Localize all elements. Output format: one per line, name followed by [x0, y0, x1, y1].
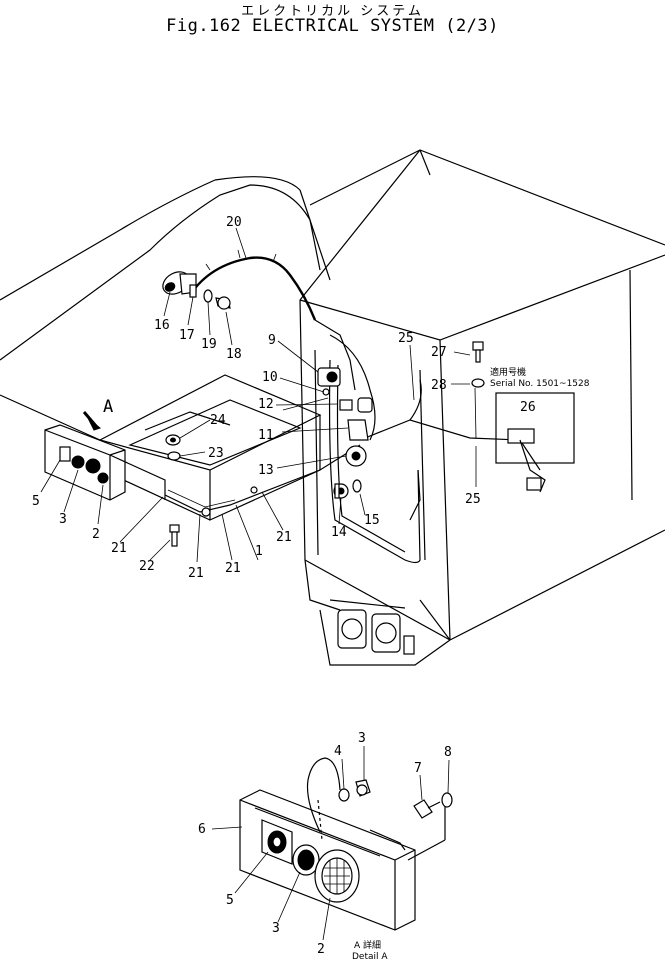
callout-3: 3 — [59, 512, 67, 527]
detail-caption-japanese: A 詳細 — [354, 939, 381, 951]
callout-21-d: 21 — [276, 530, 292, 545]
callout-25-b: 25 — [465, 492, 481, 507]
detail-callout-4: 4 — [334, 744, 342, 759]
callout-28: 28 — [431, 378, 447, 393]
callout-20: 20 — [226, 215, 242, 230]
callout-26: 26 — [520, 400, 536, 415]
main-view-callouts: A 20 16 17 19 18 9 10 12 11 13 24 23 5 3… — [32, 215, 590, 581]
lamp-fasteners — [189, 284, 231, 310]
callout-13: 13 — [258, 463, 274, 478]
callout-9: 9 — [268, 333, 276, 348]
callout-11: 11 — [258, 428, 274, 443]
grommet-14-15 — [333, 479, 362, 499]
machine-body-outline — [0, 149, 665, 666]
callout-5: 5 — [32, 494, 40, 509]
callout-1: 1 — [255, 544, 263, 559]
callout-2: 2 — [92, 527, 100, 542]
detail-a-leaders — [211, 746, 450, 941]
detail-callout-2: 2 — [317, 942, 325, 957]
detail-a-callouts: 4 3 8 7 6 5 3 2 A 詳細 Detail A — [198, 731, 452, 962]
callout-15: 15 — [364, 513, 380, 528]
detail-a-panel — [239, 757, 453, 931]
detail-callout-5: 5 — [226, 893, 234, 908]
detail-callout-3: 3 — [272, 921, 280, 936]
applicability-serial: Serial No. 1501~1528 — [490, 379, 590, 389]
callout-14: 14 — [331, 525, 347, 540]
callout-21-c: 21 — [225, 561, 241, 576]
door-harness — [328, 359, 421, 564]
main-view-leaders — [40, 227, 477, 563]
callout-22: 22 — [139, 559, 155, 574]
title-japanese: エレクトリカル システム — [241, 4, 424, 19]
callout-17: 17 — [179, 328, 195, 343]
callout-12: 12 — [258, 397, 274, 412]
detail-callout-3-top: 3 — [358, 731, 366, 746]
bolt-27-washer-28 — [471, 341, 485, 388]
fasteners-22-23-24 — [165, 434, 181, 547]
applicability-japanese: 適用号機 — [490, 366, 526, 378]
view-marker-a: A — [103, 397, 113, 417]
callout-19: 19 — [201, 337, 217, 352]
monitor-panel-main-view — [44, 411, 166, 501]
detail-callout-6: 6 — [198, 822, 206, 837]
callout-10: 10 — [262, 370, 278, 385]
callout-21-a: 21 — [111, 541, 127, 556]
callout-21-b: 21 — [188, 566, 204, 581]
wire-harness-20 — [189, 249, 541, 521]
callout-27: 27 — [431, 345, 447, 360]
callout-24: 24 — [210, 413, 226, 428]
detail-callout-7: 7 — [414, 761, 422, 776]
part-26-connector-box — [495, 392, 575, 493]
detail-caption: Detail A — [352, 952, 388, 962]
callout-25-a: 25 — [398, 331, 414, 346]
wire-harness-21 — [164, 444, 361, 517]
callout-23: 23 — [208, 446, 224, 461]
callout-18: 18 — [226, 347, 242, 362]
work-lamp-16 — [162, 271, 197, 295]
relay-cluster — [317, 367, 373, 467]
figure-title: Fig.162 ELECTRICAL SYSTEM (2/3) — [166, 16, 499, 36]
detail-callout-8: 8 — [444, 745, 452, 760]
callout-16: 16 — [154, 318, 170, 333]
